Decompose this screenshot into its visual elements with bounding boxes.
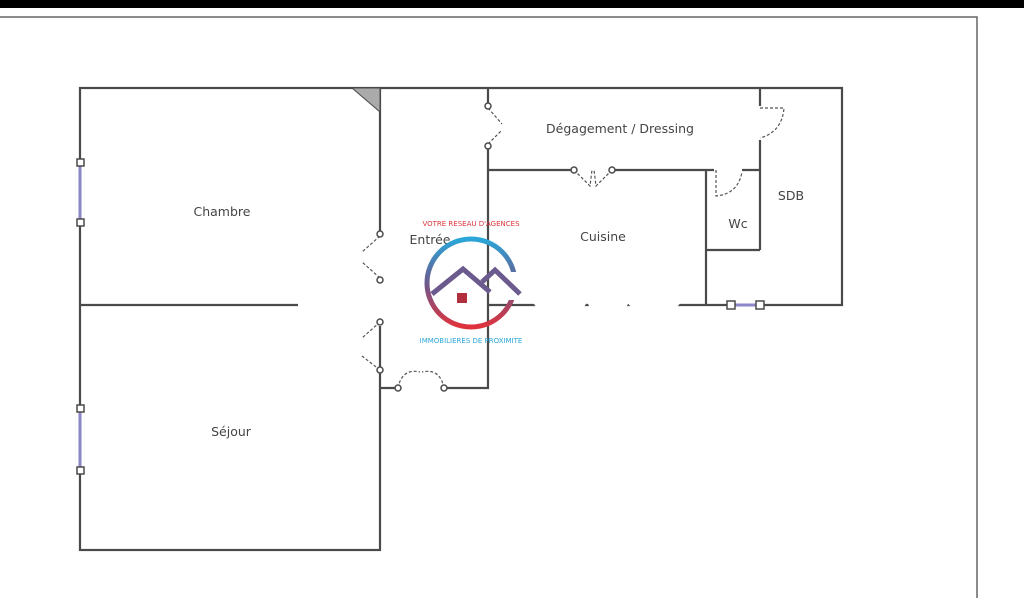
room-label-chambre: Chambre bbox=[194, 204, 251, 219]
room-label-sejour: Séjour bbox=[211, 424, 252, 439]
room-label-cuisine: Cuisine bbox=[580, 229, 626, 244]
windows bbox=[76, 158, 765, 475]
logo-top-text: VOTRE RESEAU D'AGENCES bbox=[422, 220, 520, 228]
agency-logo: VOTRE RESEAU D'AGENCES IMMOBILIERES DE P… bbox=[420, 220, 524, 345]
room-label-degagement: Dégagement / Dressing bbox=[546, 121, 694, 136]
room-label-sdb: SDB bbox=[778, 188, 804, 203]
room-label-wc: Wc bbox=[728, 216, 747, 231]
duct-triangle bbox=[350, 87, 381, 114]
page-frame bbox=[0, 16, 978, 598]
watermark-blobs bbox=[298, 292, 680, 312]
doors bbox=[361, 102, 785, 392]
walls bbox=[78, 86, 844, 552]
logo-bottom-text: IMMOBILIERES DE PROXIMITE bbox=[420, 337, 523, 345]
top-black-bar bbox=[0, 0, 1024, 8]
room-label-entree: Entrée bbox=[410, 232, 451, 247]
house-window-icon bbox=[457, 293, 467, 303]
